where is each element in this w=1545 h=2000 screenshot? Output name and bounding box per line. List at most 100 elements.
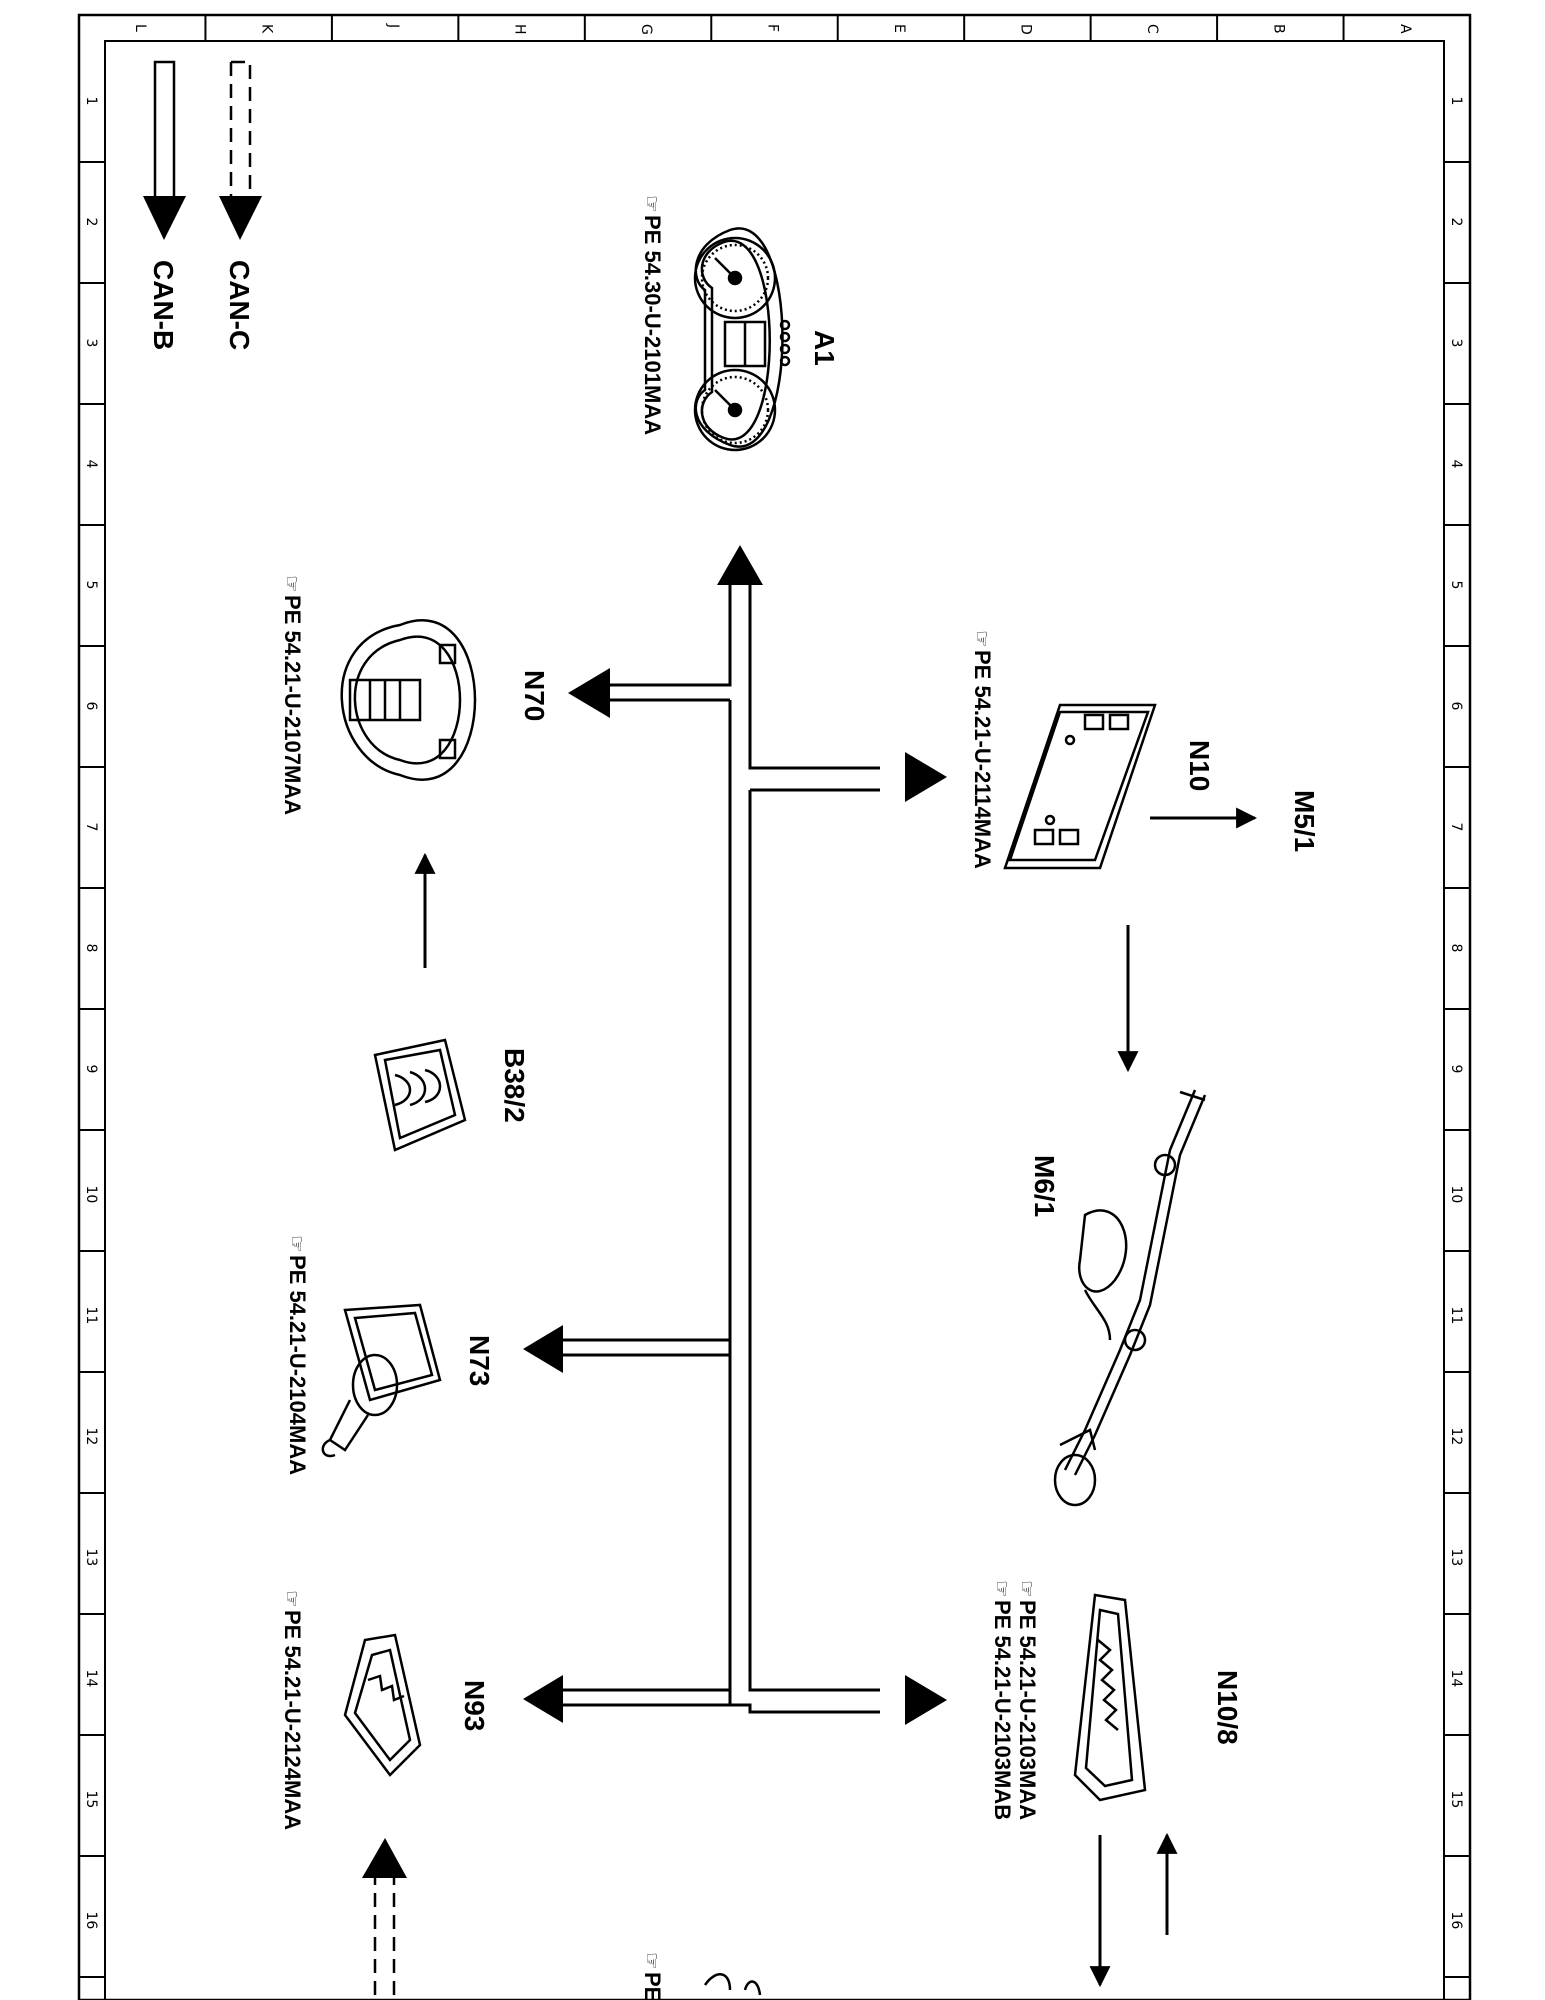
legend-can-b: CAN-B xyxy=(143,60,186,350)
m6-1-label: M6/1 xyxy=(1029,1155,1060,1217)
legend-can-c: CAN-C xyxy=(219,60,262,350)
grid-ticks xyxy=(79,15,1470,1978)
n73-ignition-switch-icon xyxy=(321,1303,442,1458)
inner-frame xyxy=(104,40,1445,2000)
arrow-to-a1 xyxy=(717,545,763,585)
grid-letter: D xyxy=(1017,24,1033,35)
n70-label: N70 xyxy=(519,670,550,721)
grid-number: 13 xyxy=(83,1549,99,1567)
b38-2-label: B38/2 xyxy=(499,1048,530,1123)
n73-label: N73 xyxy=(464,1335,495,1386)
grid-number: 4 xyxy=(83,460,99,469)
arrow-to-n10-8 xyxy=(905,1675,947,1725)
grid-number: 8 xyxy=(1448,944,1464,953)
can-b-bus xyxy=(555,585,880,1714)
grid-number: 14 xyxy=(83,1670,99,1688)
n70-overhead-panel-icon xyxy=(340,619,477,781)
grid-number: 10 xyxy=(1448,1186,1464,1204)
grid-number: 3 xyxy=(83,339,99,348)
signal-arrows xyxy=(414,807,1258,1988)
grid-number: 7 xyxy=(83,823,99,832)
m6-1-wiper-motor-icon xyxy=(1053,1089,1207,1507)
grid-number: 2 xyxy=(1448,218,1464,227)
grid-number: 2 xyxy=(83,218,99,227)
grid-letter: L xyxy=(132,24,148,32)
arrow-to-n70 xyxy=(568,668,610,718)
n10-reference-icon: ☞ xyxy=(970,630,992,648)
n10-8-reference-1-icon: ☞ xyxy=(1015,1580,1037,1598)
grid-number: 10 xyxy=(83,1186,99,1204)
grid-number: 11 xyxy=(1448,1307,1464,1325)
n93-reference: PE 54.21-U-2124MAA xyxy=(280,1610,305,1830)
grid-number: 15 xyxy=(83,1791,99,1809)
grid-number: 9 xyxy=(1448,1065,1464,1074)
n10-8-reference-2-icon: ☞ xyxy=(990,1580,1012,1598)
legend-can-c-label: CAN-C xyxy=(224,260,255,350)
legend-can-b-arrow-head xyxy=(143,196,186,240)
grid-number: 12 xyxy=(1448,1428,1464,1446)
n70-reference-icon: ☞ xyxy=(280,575,302,593)
n10-signal-module-icon xyxy=(1003,703,1157,870)
n10-label: N10 xyxy=(1184,740,1215,791)
grid-number: 8 xyxy=(83,944,99,953)
n10-8-reference-2: PE 54.21-U-2103MAB xyxy=(990,1600,1015,1820)
grid-letter: J xyxy=(385,23,401,28)
legend-can-c-arrow-head xyxy=(219,196,262,240)
legend-can-b-arrow-shaft xyxy=(153,60,176,200)
grid-letter: H xyxy=(512,24,528,35)
can-c-bottom-arrow xyxy=(362,1838,407,1995)
legend-can-c-arrow-shaft xyxy=(229,60,252,198)
n10-8-module-icon xyxy=(1073,1593,1147,1802)
grid-letter: B xyxy=(1270,24,1286,34)
grid-number: 5 xyxy=(1448,581,1464,590)
n10-reference: PE 54.21-U-2114MAA xyxy=(970,650,995,869)
a1-label: A1 xyxy=(809,330,840,366)
grid-number: 5 xyxy=(83,581,99,590)
grid-letter: F xyxy=(765,24,781,32)
grid-number: 1 xyxy=(1448,97,1464,106)
grid-number: 4 xyxy=(1448,460,1464,469)
n73-reference: PE 54.21-U-2104MAA xyxy=(285,1255,310,1475)
grid-number: 12 xyxy=(83,1428,99,1446)
grid-number: 6 xyxy=(83,702,99,711)
bus-arrows xyxy=(523,545,947,1725)
bottom-partial-reference: PE xyxy=(640,1972,665,2000)
n73-reference-icon: ☞ xyxy=(285,1235,307,1253)
n70-reference: PE 54.21-U-2107MAA xyxy=(280,595,305,815)
grid-letter: K xyxy=(259,24,275,34)
grid-letter: C xyxy=(1144,24,1160,34)
grid-number: 11 xyxy=(83,1307,99,1325)
grid-number: 16 xyxy=(1448,1912,1464,1930)
grid-number: 15 xyxy=(1448,1791,1464,1809)
grid-letter: E xyxy=(891,24,907,33)
n10-8-label: N10/8 xyxy=(1212,1670,1243,1745)
outer-frame xyxy=(77,13,1472,2000)
a1-reference: PE 54.30-U-2101MAA xyxy=(640,215,665,435)
grid-number: 9 xyxy=(83,1065,99,1074)
a1-reference-icon: ☞ xyxy=(640,195,662,213)
bottom-partial-reference-icon: ☞ xyxy=(640,1952,662,1970)
arrow-to-n10 xyxy=(905,752,947,802)
n93-reference-icon: ☞ xyxy=(280,1590,302,1608)
b38-2-sensor-icon xyxy=(373,1038,467,1152)
arrow-to-n73 xyxy=(523,1325,563,1373)
grid-number: 14 xyxy=(1448,1670,1464,1688)
grid-letter: A xyxy=(1397,24,1413,34)
grid-number: 16 xyxy=(83,1912,99,1930)
grid-number: 7 xyxy=(1448,823,1464,832)
a1-instrument-cluster-icon xyxy=(693,227,791,452)
grid-number: 6 xyxy=(1448,702,1464,711)
grid-number: 13 xyxy=(1448,1549,1464,1567)
arrow-to-n93 xyxy=(523,1675,563,1723)
grid-number: 1 xyxy=(83,97,99,106)
bottom-partial-component-icon xyxy=(703,1973,762,1996)
legend-can-b-label: CAN-B xyxy=(148,260,179,350)
grid-number: 3 xyxy=(1448,339,1464,348)
n10-8-reference-1: PE 54.21-U-2103MAA xyxy=(1015,1600,1040,1820)
grid-letter: G xyxy=(638,24,654,35)
m5-1-label: M5/1 xyxy=(1289,790,1320,852)
